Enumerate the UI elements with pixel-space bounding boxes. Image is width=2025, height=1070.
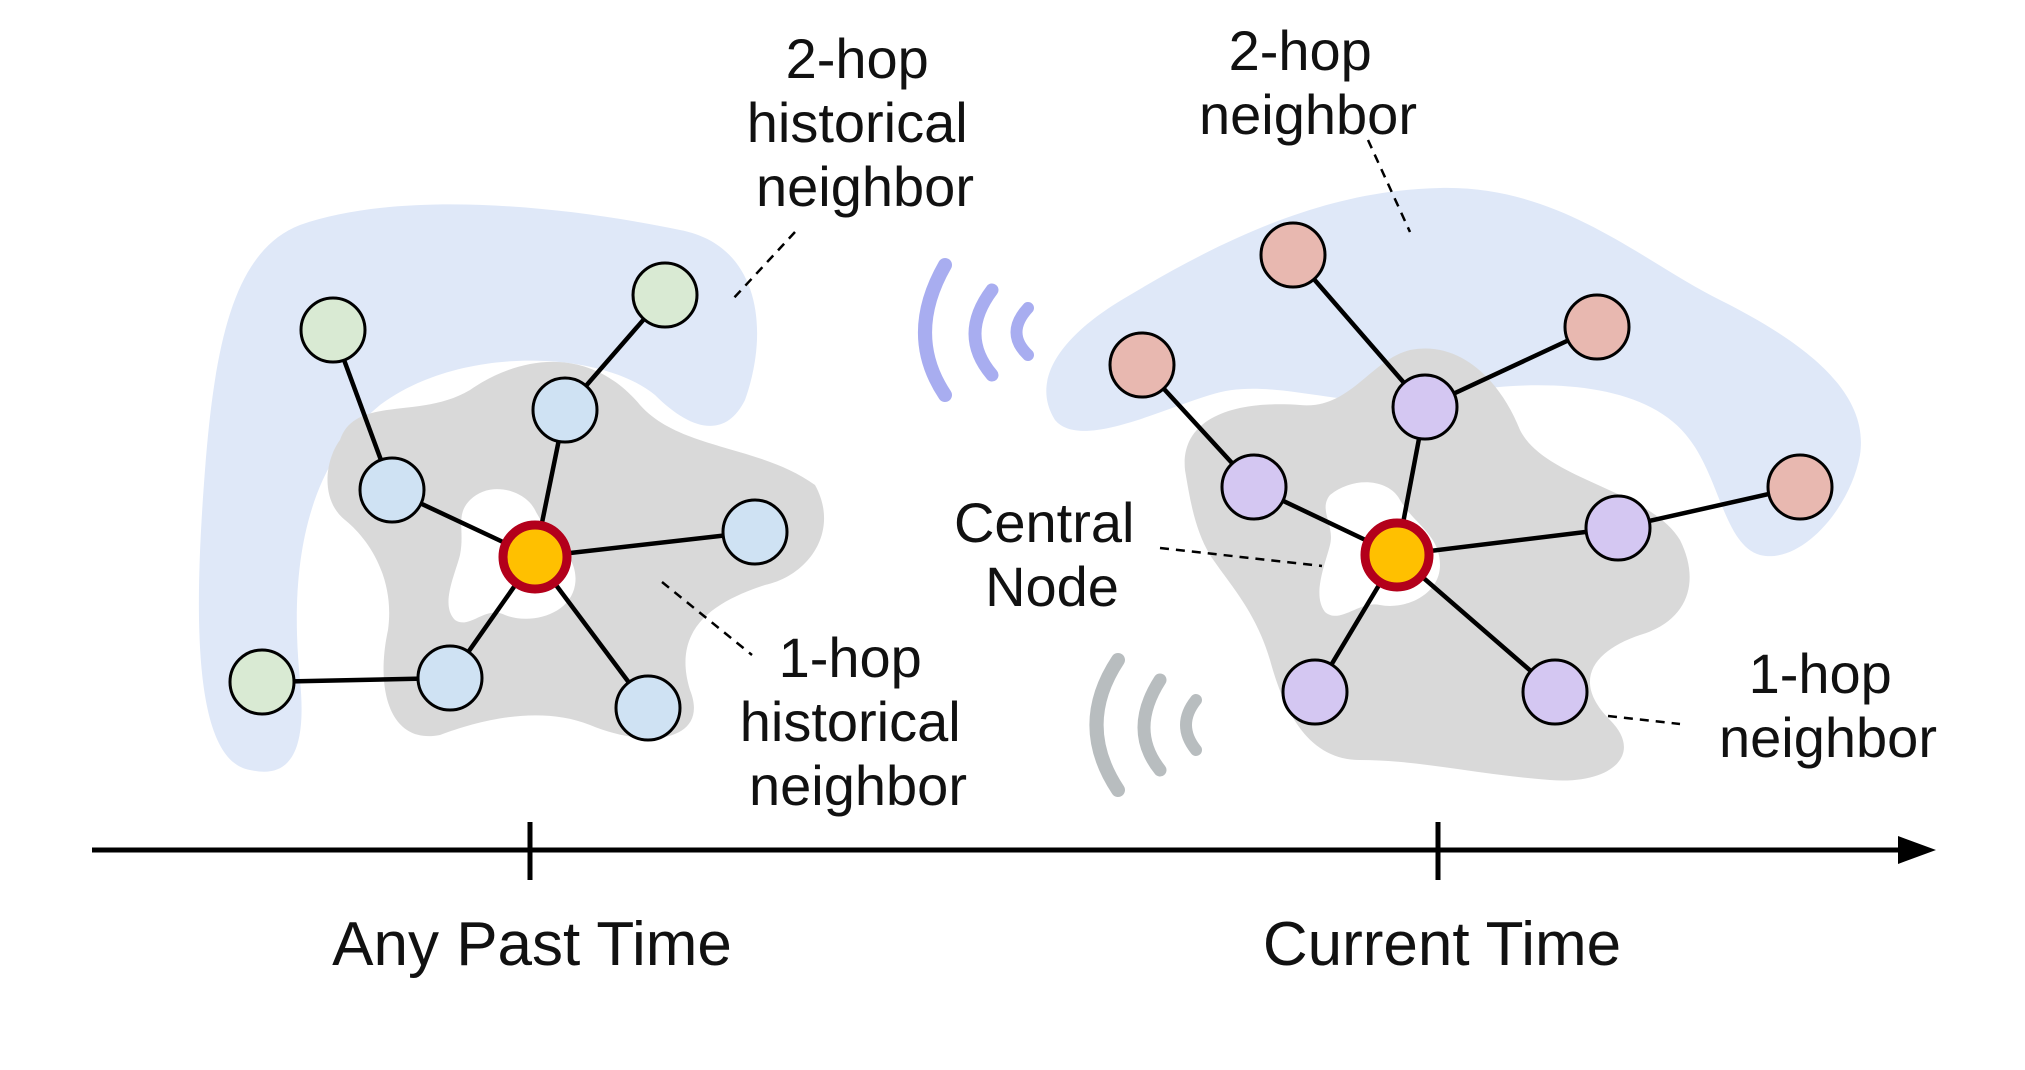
label-line: historical — [747, 91, 968, 154]
past-one-hop-node — [614, 674, 682, 742]
timeline-label-current: Current Time — [1263, 910, 1621, 979]
past-one-hop-node — [721, 498, 789, 566]
current-two-hop-node — [1563, 293, 1631, 361]
gray-signal-icon — [1089, 653, 1202, 797]
signal-arc — [918, 258, 952, 402]
label-line: Central — [954, 491, 1135, 554]
signal-arc — [1180, 694, 1202, 756]
current-edge — [1396, 525, 1619, 558]
label-one-hop-historical: 1-hop historical neighbor — [740, 626, 977, 817]
current-nodes — [1108, 221, 1834, 726]
leader-one-hop-historical — [661, 581, 753, 656]
current-two-hop-node — [1259, 221, 1327, 289]
label-one-hop-current: 1-hop neighbor — [1719, 642, 1937, 769]
leader-one-hop-current — [1607, 714, 1681, 726]
current-one-hop-node — [1220, 453, 1288, 521]
leader-lines — [661, 139, 1681, 726]
current-one-hop-node — [1391, 373, 1459, 441]
leader-central-node — [1159, 546, 1323, 568]
label-line: 1-hop — [1749, 642, 1892, 705]
current-two-hop-node — [1108, 331, 1176, 399]
label-two-hop-current: 2-hop neighbor — [1199, 19, 1417, 146]
label-line: neighbor — [1199, 83, 1417, 146]
leader-two-hop-current — [1366, 139, 1412, 233]
past-one-hop-node — [416, 644, 484, 712]
current-two-hop-node — [1766, 453, 1834, 521]
past-edge — [534, 529, 756, 560]
purple-signal-icon — [918, 258, 1034, 402]
past-two-hop-node — [631, 261, 699, 329]
past-nodes — [228, 261, 789, 742]
past-central-node — [498, 520, 572, 594]
timeline-label-past: Any Past Time — [332, 910, 732, 979]
timeline-arrowhead — [1898, 836, 1936, 864]
past-one-hop-node — [358, 456, 426, 524]
label-line: historical — [740, 690, 961, 753]
past-one-hop-node — [531, 376, 599, 444]
current-central-node — [1360, 518, 1434, 592]
label-line: neighbor — [749, 754, 967, 817]
label-line: neighbor — [1719, 706, 1937, 769]
label-line: 1-hop — [779, 626, 922, 689]
signal-arc — [968, 283, 999, 382]
label-line: Node — [985, 555, 1119, 618]
past-one-hop-region — [327, 361, 825, 739]
current-one-hop-node — [1584, 494, 1652, 562]
label-line: 2-hop — [786, 27, 929, 90]
signal-arc — [1137, 673, 1167, 777]
label-line: 2-hop — [1229, 19, 1372, 82]
current-one-hop-node — [1521, 658, 1589, 726]
label-line: neighbor — [756, 155, 974, 218]
label-two-hop-historical: 2-hop historical neighbor — [747, 27, 984, 218]
signal-arc — [1010, 302, 1034, 361]
past-two-hop-node — [299, 296, 367, 364]
past-two-hop-node — [228, 648, 296, 716]
signal-arc — [1089, 653, 1125, 797]
current-edge — [1291, 253, 1427, 409]
label-central-node: Central Node — [954, 491, 1150, 618]
current-one-hop-node — [1281, 658, 1349, 726]
